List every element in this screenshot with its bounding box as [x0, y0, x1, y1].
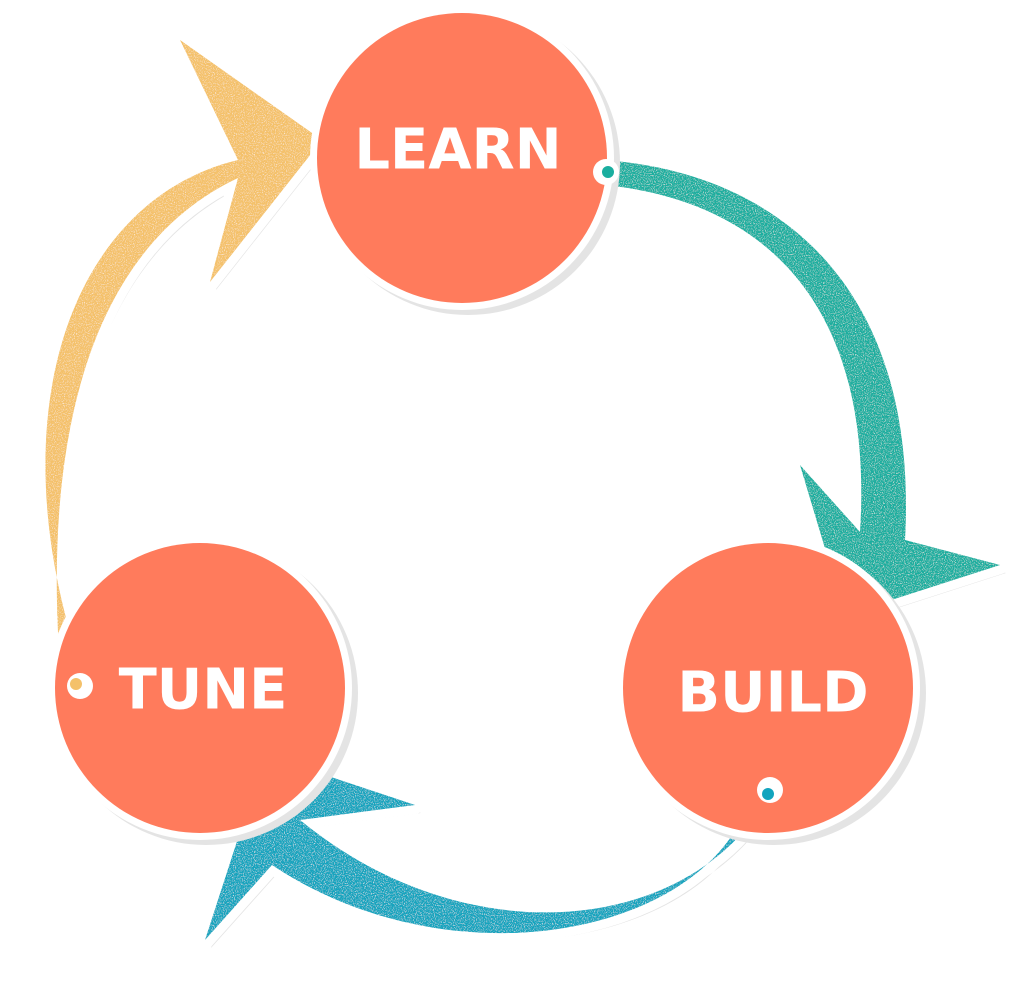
arrow-build-to-tune-body	[205, 755, 775, 940]
arrow-tune-to-learn	[36, 31, 331, 699]
node-tune-label: TUNE	[119, 658, 288, 723]
arrow-build-to-tune-tail-fill	[762, 788, 774, 800]
arrow-learn-to-build-tail-fill	[602, 166, 614, 178]
arrow-learn-to-build-body	[602, 160, 1000, 615]
node-build-circle	[623, 543, 913, 833]
node-learn-label: LEARN	[354, 118, 561, 183]
arrow-tune-to-learn-tail-fill	[70, 678, 82, 690]
arrow-tune-to-learn-body	[45, 40, 323, 690]
arrow-build-to-tune	[196, 746, 784, 949]
node-tune-circle	[55, 543, 345, 833]
node-build-label: BUILD	[677, 661, 868, 726]
node-tune: TUNE	[48, 536, 358, 845]
node-learn-circle	[317, 13, 607, 303]
arrow-tail-caps	[67, 159, 783, 803]
node-learn: LEARN	[310, 6, 620, 315]
node-build: BUILD	[616, 536, 926, 845]
